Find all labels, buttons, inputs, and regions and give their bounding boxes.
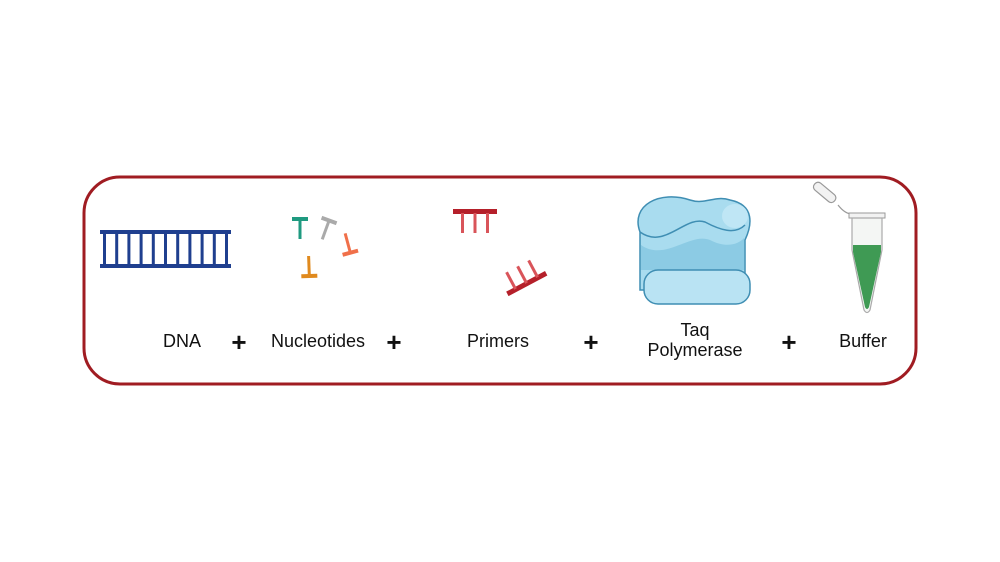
dna-rung: [103, 232, 106, 266]
label-nucleotides: Nucleotides: [270, 331, 366, 351]
label-dna: DNA: [162, 331, 202, 351]
dna-rung: [127, 232, 131, 266]
dna-rung: [200, 232, 204, 266]
label-taq-line1: Taq: [680, 320, 710, 340]
dna-ladder-icon: [100, 230, 231, 268]
dna-rung: [115, 232, 119, 266]
dna-rung: [151, 232, 155, 266]
label-primers: Primers: [467, 331, 529, 351]
dna-rung: [225, 232, 228, 266]
plus-sign: +: [386, 327, 402, 357]
dna-rung: [188, 232, 192, 266]
dna-rung: [139, 232, 143, 266]
taq-polymerase-icon: [637, 196, 751, 305]
label-taq-line2: Polymerase: [647, 340, 743, 360]
label-taq-polymerase: Taq Polymerase: [647, 320, 742, 360]
nucleotides-icon: [292, 215, 359, 279]
dna-rung: [164, 232, 167, 266]
plus-sign: +: [781, 327, 797, 357]
frame-border: [82, 175, 918, 386]
plus-sign: +: [583, 327, 599, 357]
plus-sign: +: [231, 327, 247, 357]
primers-icon: [453, 209, 548, 297]
buffer-tube-icon: [812, 181, 886, 314]
dna-rung: [176, 232, 180, 266]
dna-rung: [212, 232, 216, 266]
label-buffer: Buffer: [839, 331, 887, 351]
